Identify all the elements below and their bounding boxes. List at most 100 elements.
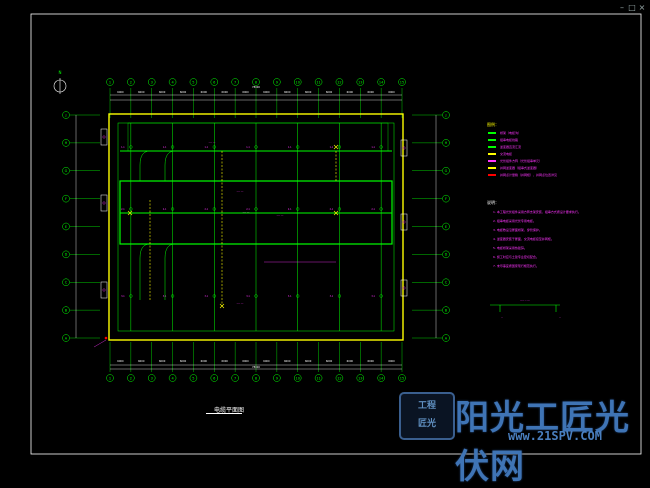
axis-letter-right: C xyxy=(445,281,448,285)
legend-swatch xyxy=(488,160,496,162)
inverter-icon xyxy=(333,144,339,150)
dimension-bay-bottom: 6000 xyxy=(326,359,333,363)
axis-letter-left: G xyxy=(65,169,68,173)
axis-bubble-top xyxy=(335,78,344,86)
legend-item: 组串电缆线路 xyxy=(500,138,519,142)
axis-letter-right: F xyxy=(445,197,447,201)
axis-number-top: 10 xyxy=(295,81,299,85)
axis-bubble-right xyxy=(442,167,450,175)
dimension-bay-bottom: 6000 xyxy=(117,359,124,363)
axis-letter-left: A xyxy=(65,336,68,340)
string-label: 1-1 xyxy=(121,146,125,149)
close-icon[interactable]: × xyxy=(638,3,646,12)
axis-letter-left: F xyxy=(65,197,67,201)
dimension-bay-bottom: 6000 xyxy=(263,359,270,363)
axis-bubble-bottom xyxy=(127,374,135,382)
note-line: 3. 电缆敷设沿屋面桥架，穿管保护。 xyxy=(493,228,542,232)
axis-number-top: 8 xyxy=(255,81,257,85)
axis-number-top: 11 xyxy=(316,81,320,85)
note-line: 4. 逆变器安装于屋面，交流电缆接至并网柜。 xyxy=(493,237,554,241)
axis-number-bottom: 11 xyxy=(316,377,320,381)
axis-bubble-left xyxy=(62,139,70,147)
combiner-node xyxy=(337,294,342,298)
axis-number-bottom: 12 xyxy=(337,377,341,381)
axis-bubble-bottom xyxy=(168,374,177,382)
string-label: 1-1 xyxy=(163,146,167,149)
inverter-icon xyxy=(333,210,339,216)
axis-bubble-bottom xyxy=(273,374,281,382)
dimension-bay-top: 6000 xyxy=(263,90,270,94)
combiner-box xyxy=(400,213,408,231)
combiner-node xyxy=(379,294,383,298)
axis-number-top: 3 xyxy=(151,81,153,85)
combiner-box-node xyxy=(102,288,106,292)
legend-item: 桥架（电缆沟） xyxy=(500,131,522,135)
minimize-icon[interactable]: – xyxy=(620,3,624,12)
combiner-node xyxy=(379,145,383,149)
dimension-bay-top: 6000 xyxy=(368,90,375,94)
string-label: 3-1 xyxy=(288,295,292,298)
combiner-box-node xyxy=(402,220,406,224)
combiner-node xyxy=(170,207,175,211)
axis-letter-left: B xyxy=(65,308,68,312)
axis-number-top: 14 xyxy=(379,81,384,85)
axis-bubble-top xyxy=(210,78,219,86)
dimension-bay-bottom: 6000 xyxy=(242,359,249,363)
string-label: 2-1 xyxy=(246,208,250,211)
dimension-bay-top: 6000 xyxy=(117,90,124,94)
dimension-bay-bottom: 6000 xyxy=(180,359,187,363)
combiner-node xyxy=(296,207,300,211)
axis-number-top: 7 xyxy=(234,81,236,85)
cad-drawing: N116000600022600060003360006000446000600… xyxy=(30,13,642,455)
combiner-box xyxy=(400,279,408,297)
legend-item: 逆变器直流汇流 xyxy=(500,145,522,149)
string-label: 2-1 xyxy=(330,208,334,211)
north-label: N xyxy=(59,70,62,75)
watermark-logo-bottom: 匠光 xyxy=(417,419,436,429)
axis-bubble-right xyxy=(442,306,450,314)
dimension-bay-bottom: 6000 xyxy=(222,359,229,363)
note-line: 1. 本工程光伏组件采用方阵支架安装，组串方式按设计要求执行。 xyxy=(493,210,581,214)
axis-number-bottom: 6 xyxy=(213,377,215,381)
axis-bubble-top xyxy=(398,78,406,86)
note-line: 5. 电缆桥架采用热镀锌。 xyxy=(493,246,527,250)
axis-number-bottom: 8 xyxy=(255,377,257,381)
axis-number-bottom: 7 xyxy=(234,377,236,381)
combiner-box-node xyxy=(102,201,106,205)
axis-number-bottom: 2 xyxy=(130,377,132,381)
annotation-text: ---- --- xyxy=(237,190,244,193)
axis-number-top: 2 xyxy=(130,81,132,85)
axis-bubble-top xyxy=(231,78,239,86)
detail-label: -- xyxy=(501,316,503,319)
string-label: 2-1 xyxy=(121,208,125,211)
axis-bubble-top xyxy=(293,78,302,86)
annotation-text: ---- --- xyxy=(243,211,250,214)
string-label: 3-1 xyxy=(246,295,250,298)
axis-bubble-top xyxy=(273,78,281,86)
axis-bubble-left xyxy=(62,250,70,259)
string-label: 3-1 xyxy=(204,295,208,298)
combiner-box-node xyxy=(402,286,406,290)
combiner-node xyxy=(170,145,175,149)
axis-bubble-right xyxy=(442,139,450,147)
dimension-bay-top: 6000 xyxy=(305,90,312,94)
axis-letter-right: D xyxy=(445,253,448,257)
axis-bubble-bottom xyxy=(210,374,219,382)
axis-bubble-right xyxy=(442,334,450,342)
dimension-bay-bottom: 6000 xyxy=(138,359,145,363)
combiner-node xyxy=(254,207,258,211)
detail-label: -- xyxy=(559,316,561,319)
dimension-bay-bottom: 6000 xyxy=(201,359,208,363)
combiner-node xyxy=(254,294,258,298)
combiner-node xyxy=(337,145,342,149)
dimension-bay-bottom: 6000 xyxy=(284,359,291,363)
axis-bubble-bottom xyxy=(293,374,302,382)
restore-icon[interactable]: □ xyxy=(628,3,636,12)
axis-number-top: 1 xyxy=(109,81,111,85)
axis-bubble-top xyxy=(106,78,114,86)
axis-number-top: 13 xyxy=(358,81,362,85)
axis-bubble-top xyxy=(127,78,135,86)
axis-number-top: 15 xyxy=(400,81,404,85)
legend-item: 光伏组件方阵（光伏组串单元） xyxy=(500,159,543,163)
